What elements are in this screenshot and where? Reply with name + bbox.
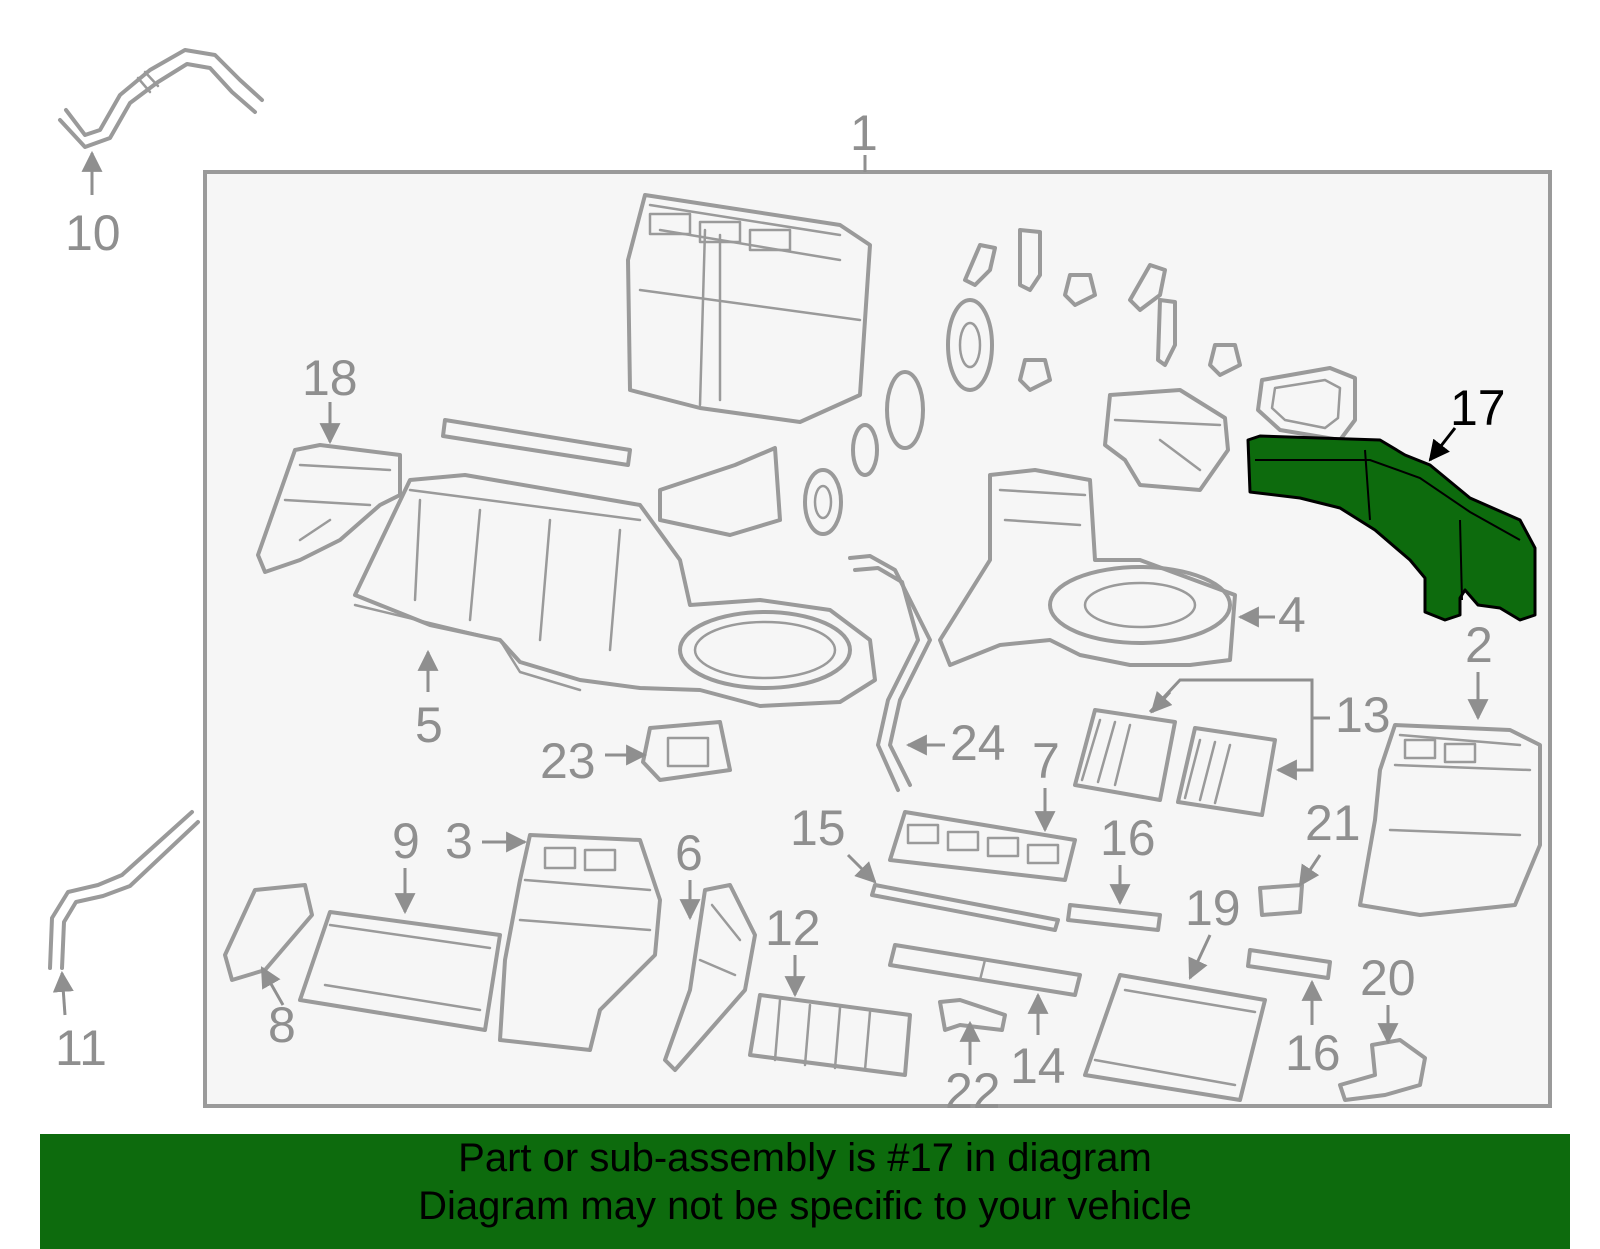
callout-13: 13 [1335, 687, 1391, 743]
part-5-main-housing: 5 [353, 473, 877, 753]
part-seal-ring [1256, 366, 1357, 442]
info-banner: Part or sub-assembly is #17 in diagram D… [40, 1134, 1570, 1249]
part-seal-strip [441, 418, 632, 467]
part-3-housing: 3 [445, 813, 662, 1052]
part-inlet-duct [658, 446, 782, 537]
assembly-frame [203, 170, 1552, 1108]
callout-16b: 16 [1285, 1025, 1341, 1081]
part-20-bracket: 20 [1338, 950, 1427, 1102]
part-24-tube: 24 [848, 554, 1006, 792]
part-6-door: 6 [663, 825, 757, 1072]
part-9-heater-core: 9 [298, 813, 502, 1032]
part-7-case: 7 [888, 733, 1077, 882]
banner-line-2: Diagram may not be specific to your vehi… [418, 1184, 1192, 1228]
callout-3: 3 [445, 813, 473, 869]
callout-17: 17 [1450, 380, 1506, 436]
part-23-resistor: 23 [540, 720, 732, 789]
part-12-filter-block: 12 [748, 900, 912, 1077]
part-16-sensor-lower: 16 [1246, 948, 1341, 1081]
part-10-hose [58, 48, 264, 195]
part-8-bracket: 8 [223, 883, 314, 1053]
part-15-strip: 15 [790, 800, 1060, 932]
callout-21: 21 [1305, 795, 1361, 851]
callout-22: 22 [945, 1063, 1001, 1119]
part-16-sensor-upper: 16 [1066, 810, 1162, 932]
callout-20: 20 [1360, 950, 1416, 1006]
part-19-evaporator: 19 [1083, 880, 1267, 1102]
callout-4: 4 [1278, 587, 1306, 643]
callout-19: 19 [1185, 880, 1241, 936]
part-2-housing: 2 [1358, 617, 1542, 917]
part-18-cover: 18 [256, 350, 402, 574]
part-11-hose [48, 810, 200, 1016]
callout-6: 6 [675, 825, 703, 881]
callout-11: 11 [55, 1020, 107, 1076]
part-14-strip: 14 [888, 943, 1082, 1094]
callout-8: 8 [268, 997, 296, 1053]
banner-line-1: Part or sub-assembly is #17 in diagram [458, 1136, 1152, 1180]
callout-2: 2 [1465, 617, 1493, 673]
callout-1: 1 [850, 105, 878, 161]
part-actuators [803, 228, 1242, 536]
parts-diagram: 17 18 5 23 24 4 [48, 48, 1552, 1119]
callout-14: 14 [1010, 1038, 1066, 1094]
callout-10: 10 [65, 205, 121, 261]
callout-15: 15 [790, 800, 846, 856]
callout-7: 7 [1032, 733, 1060, 789]
callout-24: 24 [950, 715, 1006, 771]
part-4-blower-housing: 4 [938, 468, 1306, 667]
callout-18: 18 [302, 350, 358, 406]
callout-5: 5 [415, 697, 443, 753]
callout-23: 23 [540, 733, 596, 789]
callout-16a: 16 [1100, 810, 1156, 866]
part-17-duct-highlighted: 17 [1246, 380, 1537, 622]
part-13-filters: 13 [1073, 678, 1391, 817]
part-upper-housing [626, 193, 872, 424]
callout-9: 9 [392, 813, 420, 869]
part-air-duct-small [1103, 388, 1230, 492]
part-22-harness: 22 [938, 998, 1007, 1119]
callout-12: 12 [765, 900, 821, 956]
part-21-bracket: 21 [1258, 795, 1361, 917]
